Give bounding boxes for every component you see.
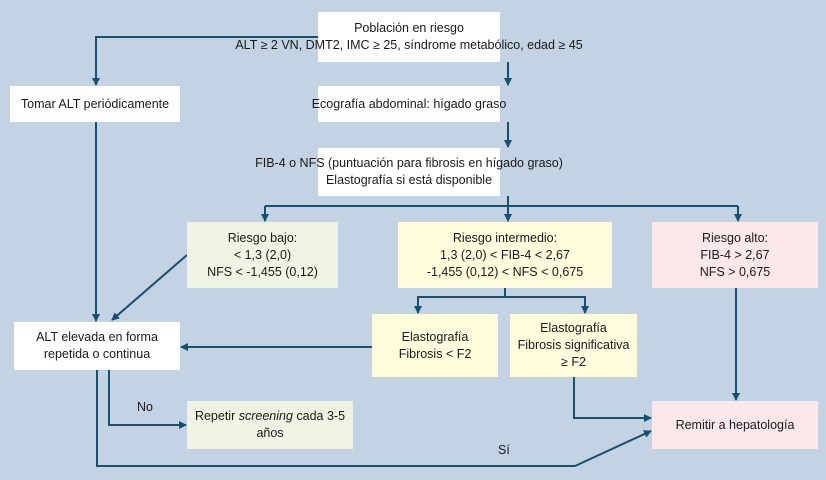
edge-label-si: Sí [498,443,510,457]
node-text: Fibrosis < F2 [398,346,472,361]
node-text: Fibrosis significativa [517,338,630,352]
node-title: Riesgo bajo: [227,230,298,245]
text-pre: Repetir [194,409,239,423]
arrow-elasto-alta-to-remitir [573,377,652,422]
node-riesgo-alto: Riesgo alto: FIB-4 > 2,67 NFS > 0,675 [652,222,818,288]
node-title: Riesgo intermedio: [452,230,558,245]
text-post: cada 3-5 [292,409,346,423]
edge-label-no: No [137,400,153,414]
node-text: Tomar ALT periódicamente [20,96,170,111]
node-fib4-nfs: FIB-4 o NFS (puntuación para fibrosis en… [255,148,563,196]
node-title: Población en riesgo [354,21,464,35]
arrow-si-to-remitir [96,370,652,467]
node-repetir-screening: Repetir screening cada 3-5 años [187,401,353,449]
node-text: ALT elevada en forma [36,330,158,344]
node-criteria: ALT ≥ 2 VN, DMT2, IMC ≥ 25, síndrome met… [235,38,583,52]
node-text: Elastografía [401,329,469,344]
node-text: ≥ F2 [561,355,586,369]
arrow-poblacion-to-tomar-alt [92,36,318,86]
node-text: < 1,3 (2,0) [233,247,292,262]
text-emphasis: screening [238,409,293,423]
node-text: FIB-4 > 2,67 [700,247,770,262]
node-text: Elastografía [540,321,607,335]
node-text: Remitir a hepatología [675,417,795,432]
node-title: Riesgo alto: [701,230,768,245]
node-text: NFS > 0,675 [699,264,771,279]
node-text: NFS < -1,455 (0,12) [207,264,318,279]
node-elastografia-baja: Elastografía Fibrosis < F2 [372,314,498,377]
node-text: Ecografía abdominal: hígado graso [311,96,507,111]
node-elastografia-significativa: Elastografía Fibrosis significativa ≥ F2 [510,314,637,377]
node-text: Elastografía si está disponible [325,173,493,187]
node-riesgo-intermedio: Riesgo intermedio: 1,3 (2,0) < FIB-4 < 2… [398,222,612,288]
node-remitir-hepatologia: Remitir a hepatología [652,401,818,449]
node-alt-elevada: ALT elevada en forma repetida o continua [14,322,180,370]
node-ecografia: Ecografía abdominal: hígado graso [312,86,506,122]
node-riesgo-bajo: Riesgo bajo: < 1,3 (2,0) NFS < -1,455 (0… [187,222,338,288]
intermedio-branch [417,296,586,313]
node-text: Repetir screening cada 3-5 [195,408,345,425]
node-tomar-alt: Tomar ALT periódicamente [10,86,180,122]
node-text: 1,3 (2,0) < FIB-4 < 2,67 [440,247,570,262]
node-text: FIB-4 o NFS (puntuación para fibrosis en… [255,156,563,170]
arrow-no-to-repetir [108,370,187,429]
node-text: repetida o continua [43,347,151,361]
node-text: -1,455 (0,12) < NFS < 0,675 [426,264,584,279]
arrow-riesgo-bajo-to-alt-elevada [111,254,188,321]
node-poblacion-en-riesgo: Población en riesgo ALT ≥ 2 VN, DMT2, IM… [235,12,583,62]
node-text: años [256,426,284,440]
